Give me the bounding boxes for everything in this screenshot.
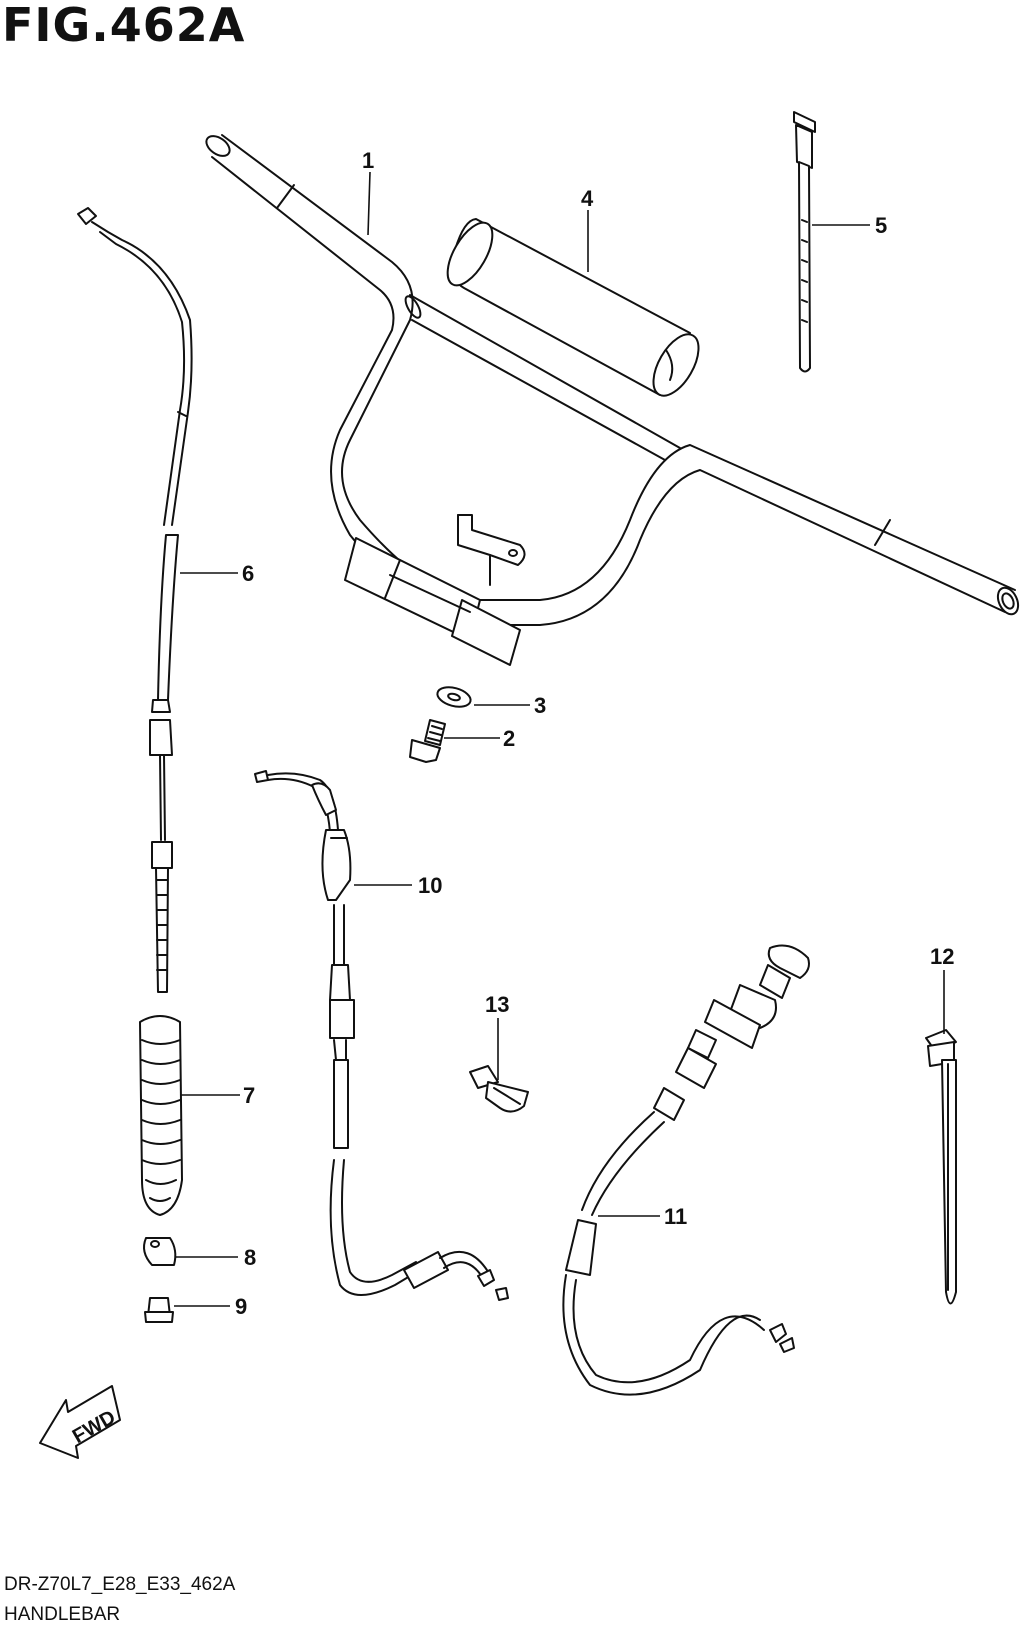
handlebar-pad-part[interactable] [439,216,708,403]
washer-part[interactable] [435,684,473,710]
callout-leader-lines [174,171,945,1307]
brake-cable-part[interactable] [77,207,193,993]
callout-8: 8 [244,1245,256,1270]
callout-numbers: 1 2 3 4 5 6 7 8 9 10 11 12 13 [235,148,954,1319]
bolt-part[interactable] [409,719,446,763]
throttle-cable-part[interactable] [254,770,509,1301]
diagram-name: HANDLEBAR [4,1604,121,1625]
band-part[interactable] [793,111,816,373]
forward-direction-arrow: FWD [39,1385,121,1459]
cable-boot-part[interactable] [139,1015,183,1216]
callout-11: 11 [664,1204,687,1229]
nut-part[interactable] [144,1297,174,1323]
callout-4: 4 [581,186,594,211]
clamp-band-part[interactable] [925,1029,957,1305]
starter-cable-part[interactable] [562,944,810,1396]
cap-part[interactable] [143,1237,177,1266]
handlebar-part[interactable] [203,132,1022,666]
diagram-code: DR-Z70L7_E28_E33_462A [4,1574,236,1595]
callout-13: 13 [485,992,509,1017]
callout-7: 7 [243,1083,255,1108]
callout-10: 10 [418,873,442,898]
callout-5: 5 [875,213,887,238]
callout-9: 9 [235,1294,247,1319]
callout-2: 2 [503,726,515,751]
figure-title: FIG.462A [2,0,246,52]
callout-12: 12 [930,944,954,969]
callout-6: 6 [242,561,254,586]
callout-1: 1 [362,148,374,173]
callout-3: 3 [534,693,546,718]
clamp-part[interactable] [469,1065,529,1113]
